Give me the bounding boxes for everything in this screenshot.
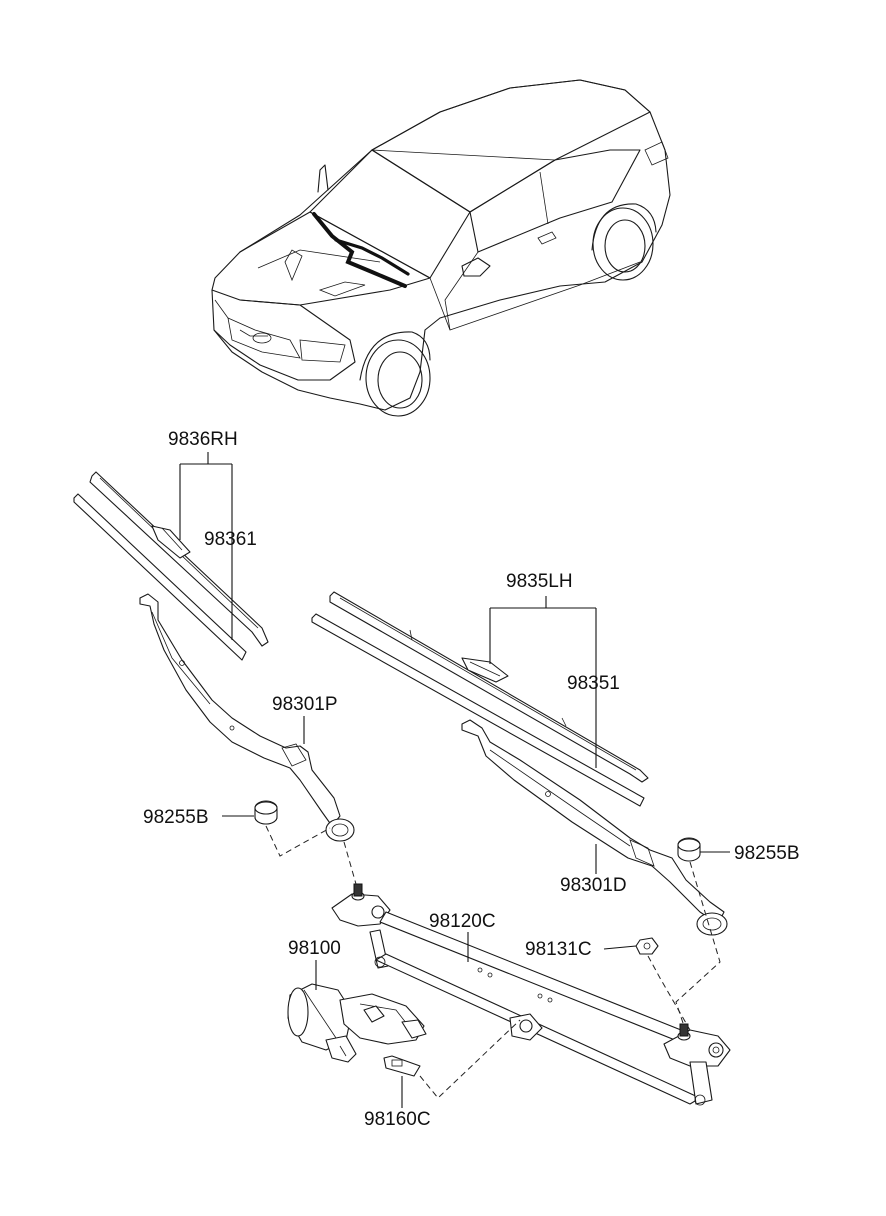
car-illustration [211, 79, 671, 417]
motor-bracket [383, 1055, 421, 1077]
label-lh-wiper-arm: 98301D [560, 875, 627, 896]
nut [635, 937, 659, 955]
label-rh-blade-insert: 98361 [204, 529, 257, 550]
label-pivot-cap-right: 98255B [734, 843, 800, 864]
wiper-motor [287, 983, 427, 1063]
label-rh-wiper-arm: 98301P [272, 694, 338, 715]
label-motor-bracket: 98160C [364, 1109, 431, 1130]
lh-wiper-blade [311, 591, 649, 807]
label-lh-wiper-assembly: 9835LH [506, 571, 573, 592]
label-lh-blade-insert: 98351 [567, 673, 620, 694]
label-rh-wiper-assembly: 9836RH [168, 429, 238, 450]
label-wiper-motor: 98100 [288, 938, 341, 959]
rh-wiper-arm [139, 593, 355, 842]
label-wiper-linkage: 98120C [429, 911, 496, 932]
leader-lines [179, 452, 730, 1108]
label-nut: 98131C [525, 939, 592, 960]
rh-wiper-blade [73, 471, 269, 661]
label-pivot-cap-left: 98255B [143, 807, 209, 828]
wiper-linkage [331, 883, 731, 1106]
lh-wiper-arm [461, 719, 728, 936]
pivot-cap-left [254, 800, 278, 825]
pivot-cap-right [677, 837, 701, 862]
